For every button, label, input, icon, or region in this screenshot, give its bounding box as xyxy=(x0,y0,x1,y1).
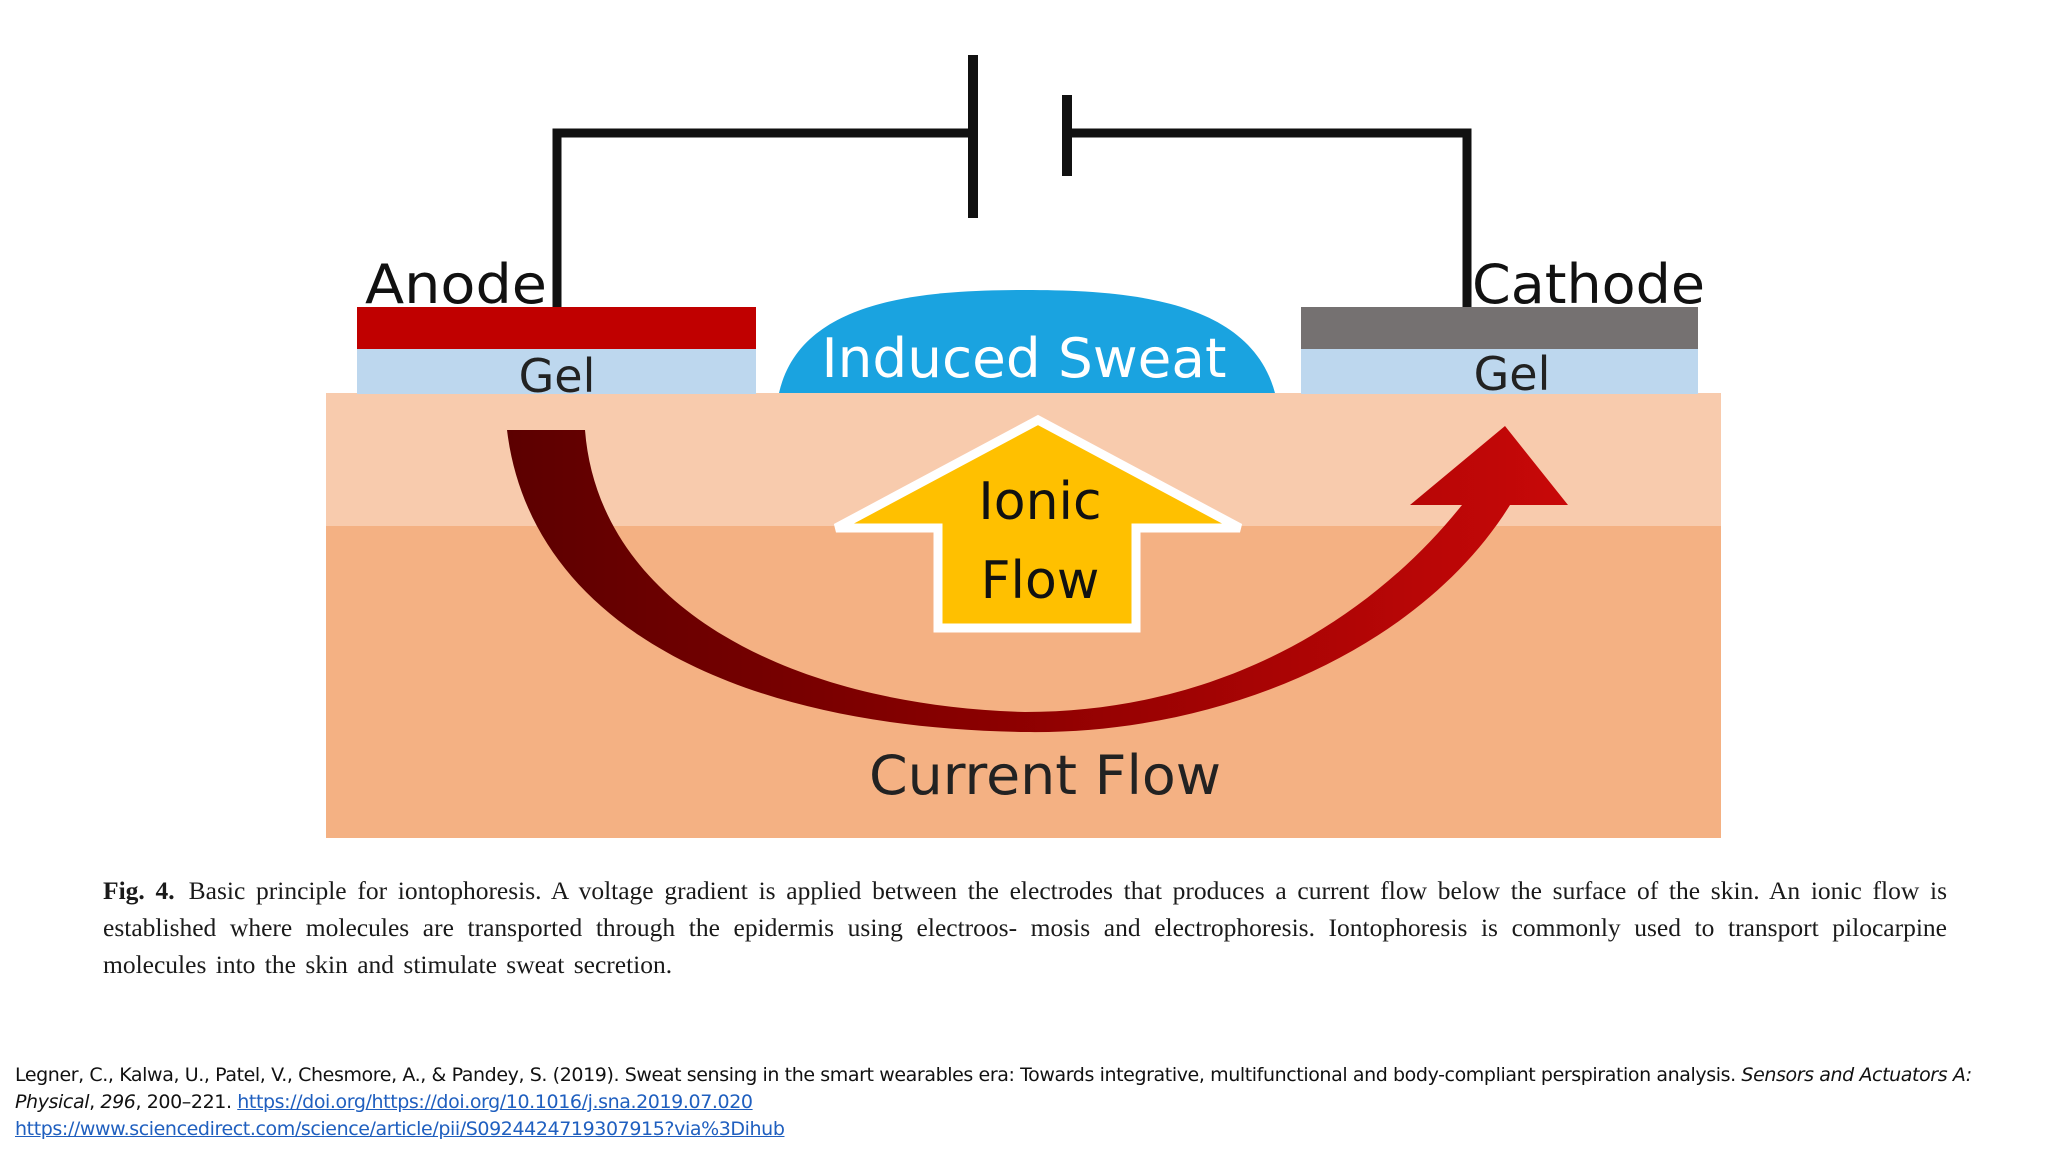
current-flow-arrow xyxy=(507,426,1568,733)
citation-separator: , xyxy=(89,1091,101,1113)
induced-sweat-dome xyxy=(779,290,1275,393)
iontophoresis-diagram: Anode Cathode Gel Gel Induced Sweat Ioni… xyxy=(326,55,1721,838)
caption-text: Basic principle for iontophoresis. A vol… xyxy=(103,876,1947,979)
citation-pages: , 200–221. xyxy=(135,1091,238,1113)
citation-authors: Legner, C., Kalwa, U., Patel, V., Chesmo… xyxy=(15,1064,1742,1086)
induced-sweat-label: Induced Sweat xyxy=(822,327,1227,390)
circuit-wires xyxy=(552,128,1472,307)
current-flow-label: Current Flow xyxy=(869,744,1221,807)
figure-label: Fig. 4. xyxy=(103,876,175,905)
gel-pad-left xyxy=(357,346,756,394)
gel-pad-right xyxy=(1301,346,1698,394)
figure-caption: Fig. 4.Basic principle for iontophoresis… xyxy=(103,872,1947,983)
doi-link[interactable]: https://doi.org/https://doi.org/10.1016/… xyxy=(237,1091,753,1113)
gel-left-label: Gel xyxy=(519,349,596,403)
cathode-label: Cathode xyxy=(1472,253,1705,316)
citation: Legner, C., Kalwa, U., Patel, V., Chesmo… xyxy=(15,1062,2015,1143)
anode-label: Anode xyxy=(365,253,547,316)
gel-right-label: Gel xyxy=(1474,347,1551,401)
anode-electrode xyxy=(357,307,756,349)
cathode-electrode xyxy=(1301,307,1698,349)
flow-label: Flow xyxy=(981,551,1100,611)
citation-volume: 296 xyxy=(100,1091,136,1113)
sciencedirect-link[interactable]: https://www.sciencedirect.com/science/ar… xyxy=(15,1118,785,1140)
citation-journal: Sensors and Actuators A: Physical xyxy=(15,1064,1972,1113)
ionic-label: Ionic xyxy=(978,472,1101,532)
ionic-flow-arrow xyxy=(833,414,1243,633)
